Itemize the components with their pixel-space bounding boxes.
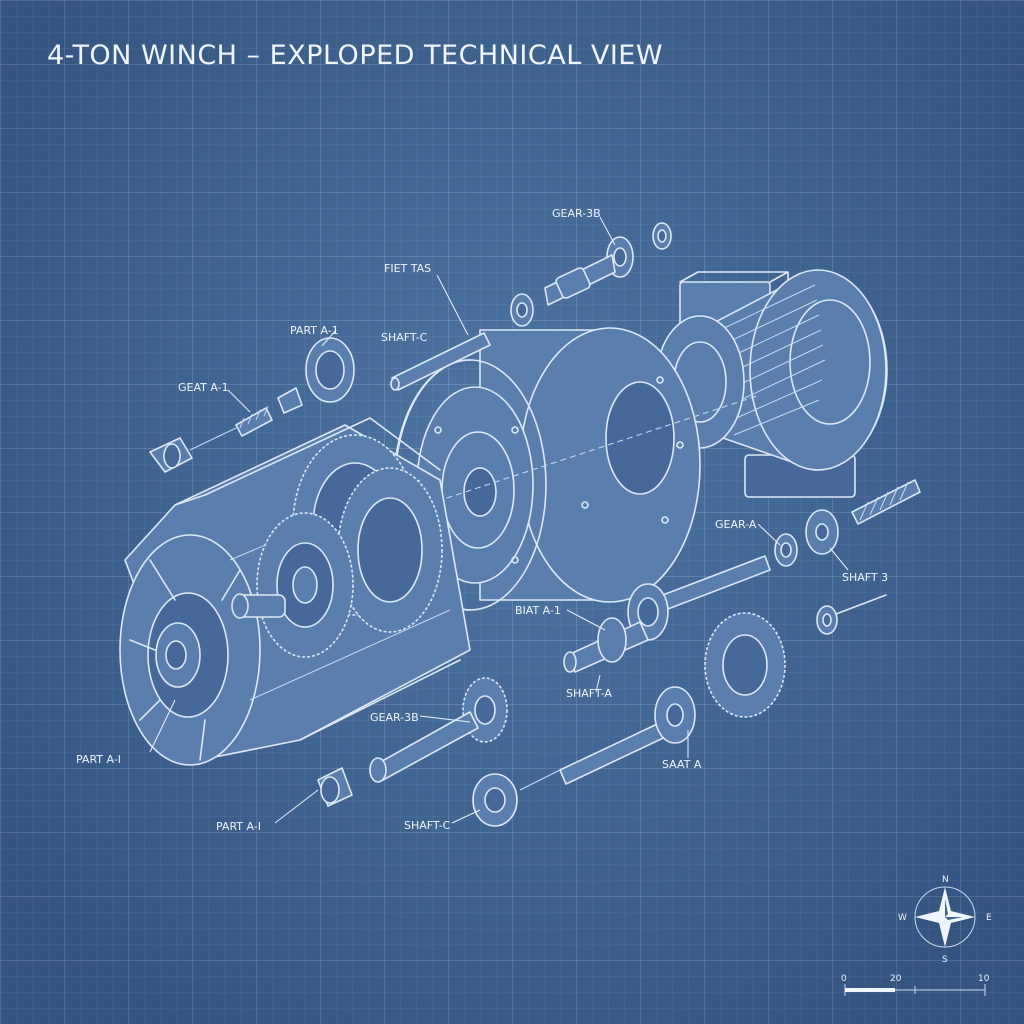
label-gear-3b-top: GEAR-3B <box>552 207 601 220</box>
label-shaft-c-bottom: SHAFT-C <box>404 819 451 832</box>
label-shaft-c-top: SHAFT-C <box>381 331 428 344</box>
compass-rose: N W E S <box>898 875 992 965</box>
label-gear-3b-bottom: GEAR-3B <box>370 711 419 724</box>
compass-e: E <box>986 913 992 923</box>
top-exploded-parts <box>149 222 672 473</box>
label-part-a1-bottom: PART A-I <box>216 820 261 833</box>
gear-train <box>231 434 443 658</box>
scale-mid: 20 <box>890 974 902 984</box>
label-saat-a: SAAT A <box>662 758 702 771</box>
label-part-a1-left: PART A-I <box>76 753 121 766</box>
drawing-title: 4-TON WINCH – EXPLOPED TECHNICAL VIEW <box>47 40 664 71</box>
winch-drum <box>379 327 761 611</box>
scale-start: 0 <box>841 974 847 984</box>
compass-n: N <box>942 875 949 885</box>
label-shaft-a: SHAFT-A <box>566 687 612 700</box>
label-geat-a1: GEAT A-1 <box>178 381 229 394</box>
label-gear-a: GEAR-A <box>715 518 757 531</box>
right-exploded-parts <box>559 479 921 785</box>
leader-lines <box>149 216 849 824</box>
label-biat-a1: BIAT A-1 <box>515 604 561 617</box>
label-part-a1-top: PART A-1 <box>290 324 339 337</box>
part-labels: GEAR-3B FIET TAS PART A-1 SHAFT-C GEAT A… <box>76 207 888 833</box>
label-shaft-3: SHAFT 3 <box>842 571 888 584</box>
scale-bar: 0 20 10 <box>841 974 990 996</box>
scale-end: 10 <box>978 974 990 984</box>
compass-w: W <box>898 913 907 923</box>
label-fiet-tas: FIET TAS <box>384 262 431 275</box>
compass-s: S <box>942 955 948 965</box>
bottom-exploded-parts <box>317 677 561 827</box>
